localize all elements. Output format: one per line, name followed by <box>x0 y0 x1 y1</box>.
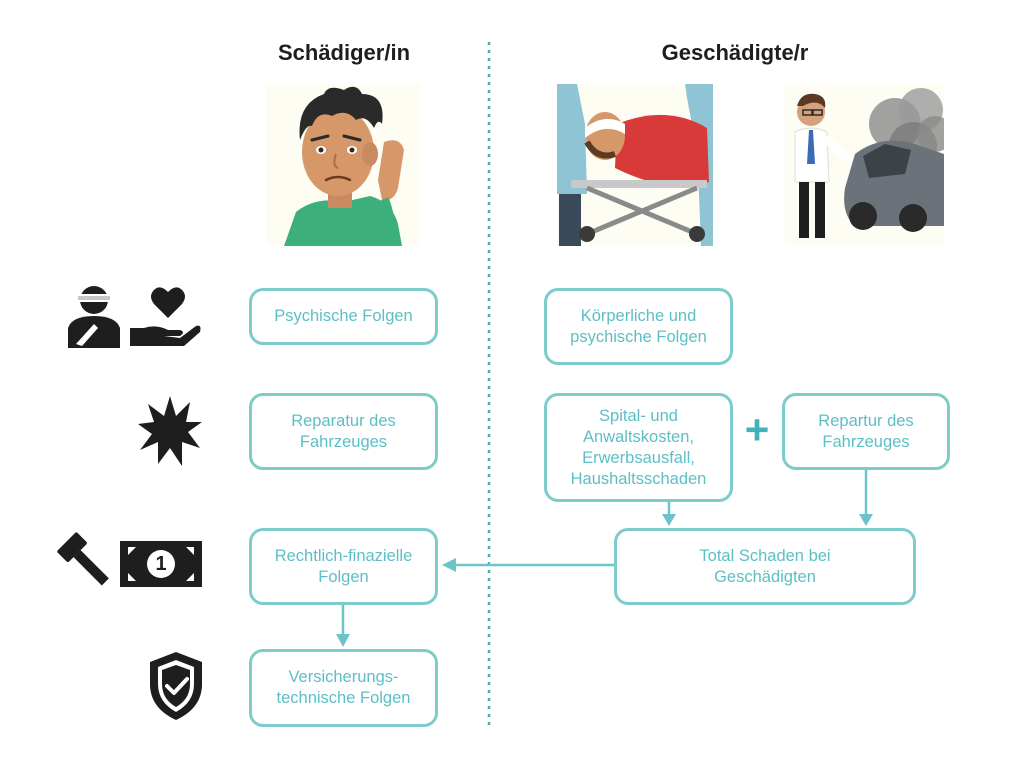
box-psychic-consequences: Psychische Folgen <box>249 288 438 345</box>
plus-sign: + <box>744 406 770 453</box>
shield-check-icon <box>150 652 202 720</box>
right-column-title: Geschädigte/r <box>661 40 809 65</box>
box-total-damage: Total Schaden bei Geschädigten <box>614 528 916 605</box>
crashed-car-illustration <box>785 84 944 246</box>
gavel-icon <box>57 532 109 586</box>
box-insurance-consequences: Versicherungs- technische Folgen <box>249 649 438 727</box>
box-vehicle-repair-right: Repartur des Fahrzeuges <box>782 393 950 470</box>
patient-stretcher-illustration <box>557 84 713 246</box>
column-divider <box>487 42 491 728</box>
worried-man-illustration <box>266 84 421 246</box>
banknote-icon <box>120 541 202 587</box>
left-column-title: Schädiger/in <box>277 40 411 65</box>
banknote-digit: 1 <box>155 553 167 575</box>
box-legal-financial: Rechtlich-finazielle Folgen <box>249 528 438 605</box>
heart-in-hand-icon <box>130 287 201 346</box>
box-physical-psychic: Körperliche und psychische Folgen <box>544 288 733 365</box>
injured-person-icon <box>68 286 120 348</box>
box-vehicle-repair-left: Reparatur des Fahrzeuges <box>249 393 438 470</box>
box-costs: Spital- und Anwaltskosten, Erwerbsausfal… <box>544 393 733 502</box>
explosion-icon <box>138 396 202 466</box>
